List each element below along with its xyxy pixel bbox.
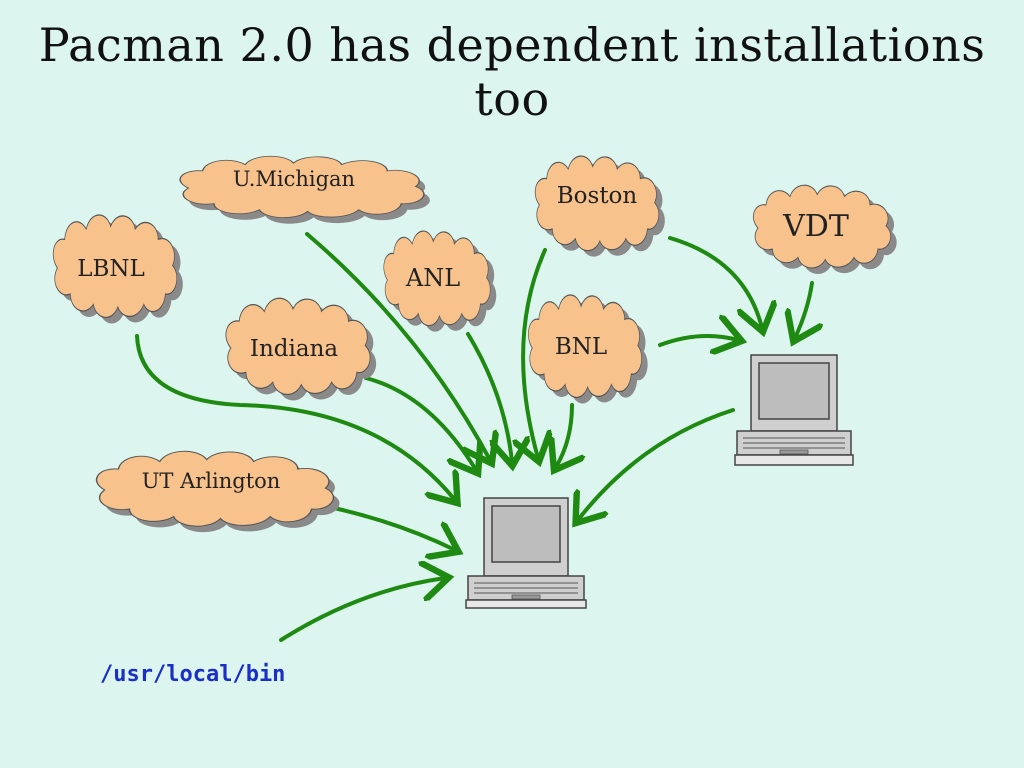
cloud-label-anl: ANL (405, 264, 460, 292)
cloud-anl: ANL (383, 230, 497, 332)
laptop-computer-icon (734, 354, 854, 466)
arrow-boston-to-vdthost (668, 236, 762, 328)
cloud-indiana: Indiana (225, 297, 377, 401)
cloud-lbnl: LBNL (52, 214, 183, 324)
cloud-label-ut-arlington: UT Arlington (142, 469, 281, 493)
cloud-label-indiana: Indiana (250, 336, 339, 362)
arrow-anl-to-computer (466, 332, 512, 462)
slide-title: Pacman 2.0 has dependent installations t… (38, 18, 986, 126)
arrow-lbnl-to-computer (135, 334, 455, 500)
arrow-umichigan-to-computer (305, 232, 490, 460)
cloud-label-vdt: VDT (782, 209, 849, 244)
cloud-ut-arlington: UT Arlington (95, 450, 340, 533)
cloud-label-lbnl: LBNL (77, 256, 145, 282)
arrow-indiana-to-computer (364, 376, 476, 470)
laptop-computer-icon (465, 497, 587, 609)
arrow-vdt-to-vdthost (795, 281, 812, 338)
cloud-bnl: BNL (527, 294, 648, 404)
arrow-bnl-to-vdthost (658, 336, 738, 345)
cloud-boston: Boston (534, 155, 665, 257)
arrow-boston-to-computer (523, 248, 545, 458)
cloud-vdt: VDT (752, 184, 897, 274)
cloud-label-bnl: BNL (555, 334, 607, 360)
arrow-utarlington-to-computer (332, 506, 455, 550)
cloud-umichigan: U.Michigan (179, 155, 430, 224)
arrow-bnl-to-computer (556, 403, 572, 467)
arrow-vdthost-to-computer (578, 408, 735, 520)
install-path-label: /usr/local/bin (100, 662, 286, 687)
arrow-usrlocalbin-to-computer (279, 578, 445, 642)
cloud-label-boston: Boston (557, 183, 638, 209)
cloud-label-umichigan: U.Michigan (233, 167, 355, 191)
